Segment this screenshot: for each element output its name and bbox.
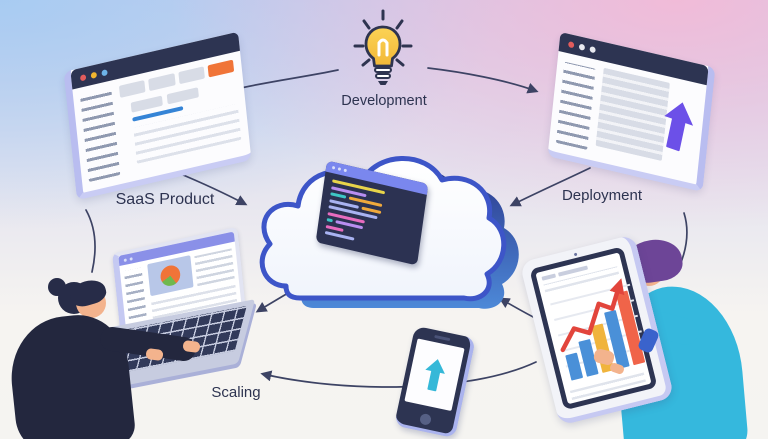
window-dot xyxy=(337,167,342,171)
window-dot-light xyxy=(578,43,586,51)
window-dot-blue xyxy=(101,68,108,76)
window-dot xyxy=(343,168,347,173)
bar xyxy=(578,339,599,377)
edge-deployment-to-cloud xyxy=(509,167,591,207)
cta-button-block xyxy=(207,59,235,78)
text-lines xyxy=(194,248,235,287)
sidebar-menu-lines xyxy=(80,89,121,183)
phone-speaker xyxy=(434,334,451,342)
bulb-rays xyxy=(353,9,413,67)
tab-block xyxy=(177,66,205,85)
edge-analytics-to-scaling xyxy=(260,361,537,388)
sidebar-menu-lines xyxy=(555,61,596,150)
chip xyxy=(541,273,557,281)
window-dot-yellow xyxy=(90,71,98,79)
chart-panel xyxy=(147,255,194,297)
edge-saas-to-person xyxy=(85,209,96,273)
window-dot xyxy=(123,257,127,262)
pie-chart-icon xyxy=(159,263,182,288)
bulb-filament xyxy=(377,38,389,57)
growth-bar-chart xyxy=(550,278,646,381)
phone-screen xyxy=(404,338,465,412)
lightbulb-icon xyxy=(353,9,413,85)
tablet-screen xyxy=(535,252,652,405)
label-deployment: Deployment xyxy=(561,187,643,204)
woman-hand xyxy=(182,339,201,354)
edge-development-to-deployment xyxy=(427,67,539,94)
label-saas-product: SaaS Product xyxy=(115,191,215,208)
content-block xyxy=(130,95,163,113)
tablet-camera xyxy=(573,252,577,257)
window-dot-red xyxy=(568,40,575,48)
growth-trend-arrow xyxy=(560,278,625,353)
label-development: Development xyxy=(341,93,427,109)
window-dot-light xyxy=(589,45,596,53)
tab-block xyxy=(118,80,146,98)
upload-arrow-stem xyxy=(426,369,440,392)
edge-development-to-saas xyxy=(229,69,339,94)
bulb-base xyxy=(375,73,391,79)
woman-hand xyxy=(145,347,164,362)
code-line xyxy=(330,192,347,199)
label-scaling: Scaling xyxy=(211,384,261,401)
window-dot xyxy=(331,165,336,170)
bar xyxy=(604,310,630,369)
bulb-tip xyxy=(378,81,388,85)
tab-block xyxy=(148,73,176,92)
content-block xyxy=(166,87,199,105)
bulb-glass xyxy=(364,25,402,68)
phone-home-button xyxy=(418,412,432,426)
code-line xyxy=(325,224,344,232)
window-dot-red xyxy=(79,73,87,81)
bar xyxy=(565,352,583,381)
bulb-base xyxy=(374,67,392,73)
window-dot xyxy=(129,256,133,261)
code-line xyxy=(326,218,333,223)
